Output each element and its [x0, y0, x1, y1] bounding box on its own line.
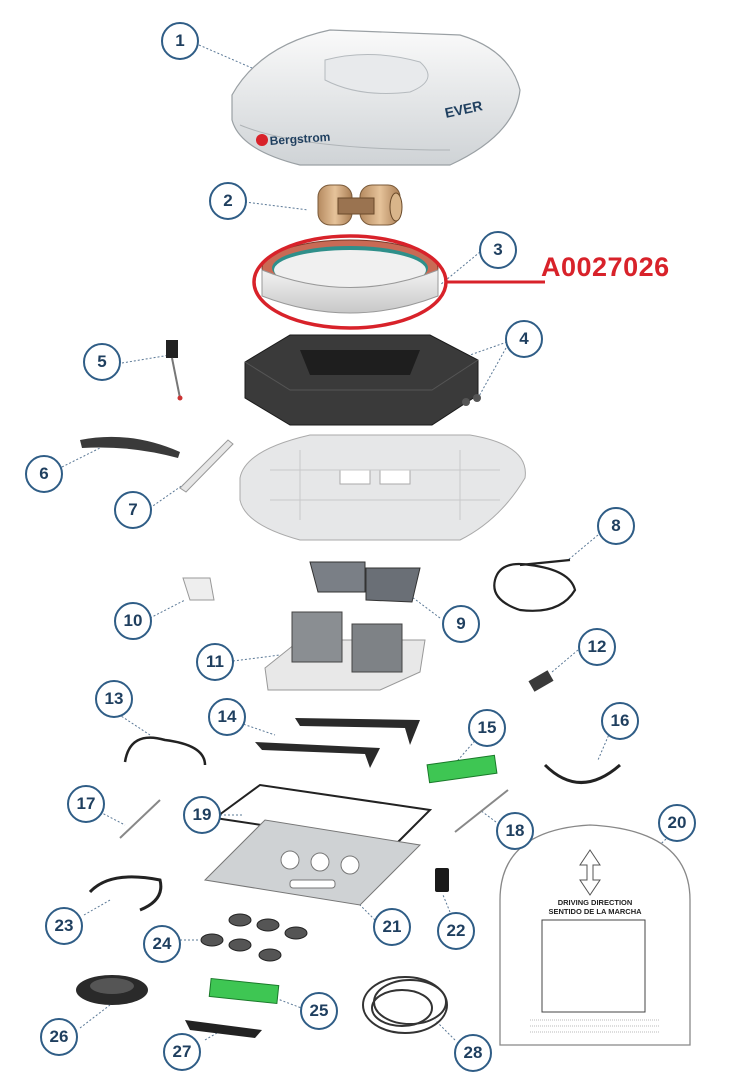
- callout-4[interactable]: 4: [505, 320, 543, 358]
- callout-24[interactable]: 24: [143, 925, 181, 963]
- bracket-27-part: [185, 1020, 262, 1038]
- pcb-25-part: [208, 977, 280, 1005]
- callout-26[interactable]: 26: [40, 1018, 78, 1056]
- foam-frame-part: [244, 334, 481, 426]
- remote-part: [435, 868, 449, 892]
- callout-10[interactable]: 10: [114, 602, 152, 640]
- sensor-part: [166, 340, 183, 401]
- clip-part: [182, 577, 215, 601]
- ring-seal-part: [261, 239, 439, 314]
- callout-11[interactable]: 11: [196, 643, 234, 681]
- callout-22[interactable]: 22: [437, 912, 475, 950]
- highlighted-part-code: A0027026: [541, 252, 670, 282]
- rod-18-part: [454, 789, 509, 833]
- foam-roll-part: [76, 975, 148, 1005]
- base-plate-part: [239, 434, 526, 541]
- callout-15[interactable]: 15: [468, 709, 506, 747]
- blower-motor-part: [317, 184, 403, 226]
- callout-19[interactable]: 19: [183, 796, 221, 834]
- callout-20[interactable]: 20: [658, 804, 696, 842]
- callout-6[interactable]: 6: [25, 455, 63, 493]
- callout-12[interactable]: 12: [578, 628, 616, 666]
- sticker-heading-2: SENTIDO DE LA MARCHA: [548, 907, 642, 916]
- callout-27[interactable]: 27: [163, 1033, 201, 1071]
- fuse-holder-part: [528, 670, 554, 692]
- roof-cover-part: Bergstrom EVER: [231, 29, 521, 166]
- duct-box-part: [309, 561, 421, 603]
- cover-brand-text: Bergstrom: [269, 130, 331, 148]
- callout-23[interactable]: 23: [45, 907, 83, 945]
- callout-21[interactable]: 21: [373, 908, 411, 946]
- drain-tube-part: [179, 439, 234, 493]
- cover-model-text: EVER: [443, 97, 484, 121]
- gasket-strip-part: [80, 436, 180, 458]
- hose-16-part: [543, 763, 621, 784]
- direction-sticker-part: DRIVING DIRECTION SENTIDO DE LA MARCHA: [499, 824, 691, 1046]
- wire-coil-part: [362, 976, 448, 1034]
- mounting-plate-part: [203, 819, 422, 906]
- bracket-part: [255, 718, 420, 768]
- callout-17[interactable]: 17: [67, 785, 105, 823]
- callout-5[interactable]: 5: [83, 343, 121, 381]
- callout-16[interactable]: 16: [601, 702, 639, 740]
- callout-25[interactable]: 25: [300, 992, 338, 1030]
- callout-9[interactable]: 9: [442, 605, 480, 643]
- callout-2[interactable]: 2: [209, 182, 247, 220]
- rod-17-part: [119, 799, 161, 839]
- callout-8[interactable]: 8: [597, 507, 635, 545]
- wire-harness-part: [493, 558, 577, 612]
- hose-23-part: [88, 875, 163, 912]
- sticker-heading-1: DRIVING DIRECTION: [558, 898, 633, 907]
- callout-18[interactable]: 18: [496, 812, 534, 850]
- pcb-15-part: [426, 754, 498, 784]
- callout-3[interactable]: 3: [479, 231, 517, 269]
- callout-28[interactable]: 28: [454, 1034, 492, 1072]
- cable-13-part: [123, 736, 207, 766]
- grommets-part: [200, 913, 308, 962]
- callout-13[interactable]: 13: [95, 680, 133, 718]
- callout-1[interactable]: 1: [161, 22, 199, 60]
- callout-14[interactable]: 14: [208, 698, 246, 736]
- callout-7[interactable]: 7: [114, 491, 152, 529]
- duct-plate-part: [264, 611, 426, 691]
